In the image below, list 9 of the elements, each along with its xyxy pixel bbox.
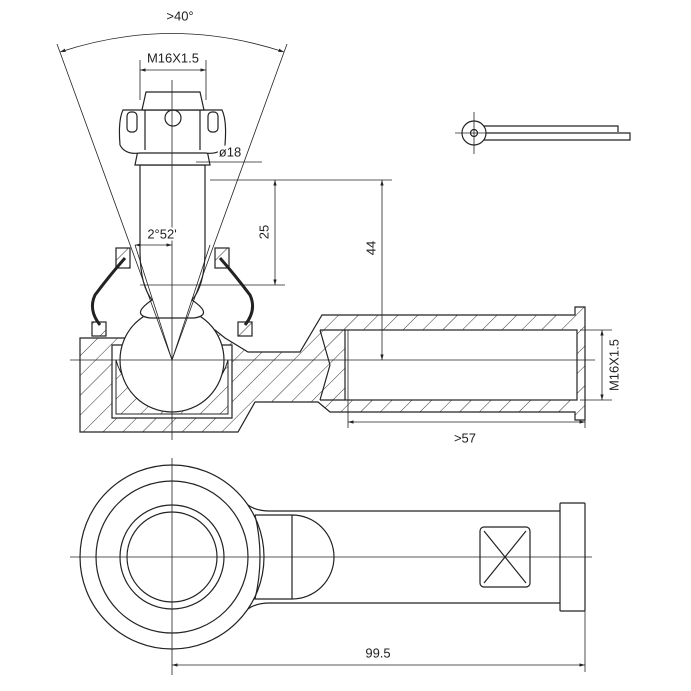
dimension-label: 2°52' bbox=[146, 228, 178, 240]
dimension-label: >57 bbox=[452, 432, 478, 444]
dimension-label: 99.5 bbox=[364, 646, 392, 660]
dimension-label: 25 bbox=[258, 224, 270, 240]
dimension-label: M16X1.5 bbox=[608, 338, 620, 392]
dimension-label: ø18 bbox=[218, 146, 242, 158]
dimension-label: 44 bbox=[364, 240, 378, 256]
dimension-label: M16X1.5 bbox=[146, 52, 200, 64]
dimension-label: >40° bbox=[165, 10, 195, 22]
